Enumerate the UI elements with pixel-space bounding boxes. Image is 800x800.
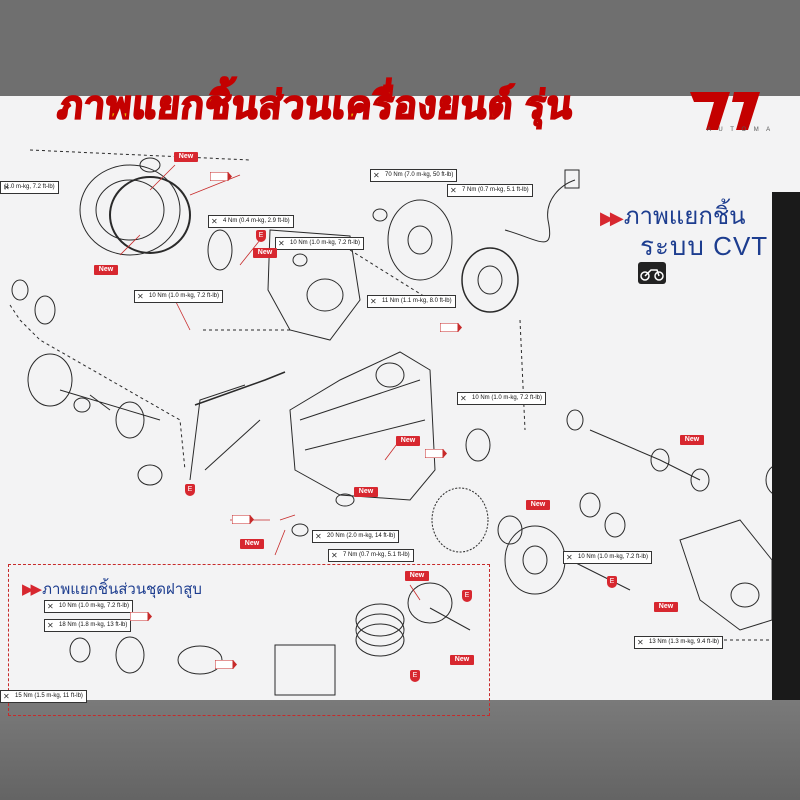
new-part-badge: New [174, 152, 198, 162]
new-part-badge: New [396, 436, 420, 446]
new-part-badge: New [526, 500, 550, 510]
torque-callout: 10 Nm (1.0 m-kg, 7.2 ft-lb) [134, 290, 224, 303]
poster-title: ภาพแยกชิ้นส่วนเครื่องยนต์ รุ่น [55, 84, 577, 128]
transmission-cover [679, 519, 773, 631]
lubricate-tag-icon [215, 660, 237, 669]
torque-callout: 10 Nm (1.0 m-kg, 7.2 ft-lb) [275, 237, 365, 250]
torque-callout: 11 Nm (1.1 m-kg, 8.0 ft-lb) [367, 295, 456, 308]
torque-callout: 18 Nm (1.8 m-kg, 13 ft-lb) [44, 619, 132, 632]
lubricate-tag-icon [232, 515, 254, 524]
new-part-badge: New [94, 265, 118, 275]
secondary-gear [465, 428, 491, 462]
cvt-section-title-text: ภาพแยกชิ้น [623, 203, 746, 230]
new-part-badge: New [354, 487, 378, 497]
engine-oil-marker: E [185, 484, 195, 496]
stator [461, 247, 519, 313]
flywheel [387, 199, 453, 281]
torque-callout: 10 Nm (1.0 m-kg, 7.2 ft-lb) [44, 600, 134, 613]
brand-logo [690, 92, 760, 130]
cylinder [274, 644, 336, 696]
lubricate-tag-icon [210, 172, 232, 181]
new-part-badge: New [450, 655, 474, 665]
cylinder-head-section [8, 564, 490, 716]
torque-callout: 4 Nm (0.4 m-kg, 2.9 ft-lb) [208, 215, 294, 228]
crankcase-left [267, 229, 361, 341]
torque-callout: 13 Nm (1.3 m-kg, 9.4 ft-lb) [634, 636, 724, 649]
new-part-badge: New [654, 602, 678, 612]
new-part-badge: New [240, 539, 264, 549]
new-part-badge: New [680, 435, 704, 445]
head-section-title: ▶▶ภาพแยกชิ้นส่วนชุดฝาสูบ [22, 577, 202, 601]
crankshaft [27, 353, 73, 407]
engine-oil-marker: E [410, 670, 420, 682]
cvt-section-title: ▶▶ภาพแยกชิ้น [600, 196, 746, 235]
arrow-icon: ▶▶ [22, 581, 42, 598]
torque-callout: 20 Nm (2.0 m-kg, 14 ft-lb) [312, 530, 400, 543]
torque-callout: 10 Nm (1.0 m-kg, 7.2 ft-lb) [457, 392, 547, 405]
lubricate-tag-icon [425, 449, 447, 458]
arrow-icon: ▶▶ [600, 208, 624, 228]
lubricate-tag-icon [130, 612, 152, 621]
cvt-section-subtitle: ระบบ CVT [640, 231, 769, 261]
torque-callout: 7 Nm (0.7 m-kg, 5.1 ft-lb) [328, 549, 414, 562]
clutch-housing [504, 525, 566, 595]
torque-callout: 10 Nm (1.0 m-kg, 7.2 ft-lb) [563, 551, 653, 564]
piston [407, 582, 453, 624]
engine-oil-marker: E [607, 576, 617, 588]
piston-rings [355, 613, 405, 647]
poster-screen [0, 96, 800, 700]
dark-edge [772, 192, 800, 700]
torque-callout: 7 Nm (0.7 m-kg, 5.1 ft-lb) [447, 184, 533, 197]
torque-callout: 15 Nm (1.5 m-kg, 11 ft-lb) [0, 690, 87, 703]
torque-callout: 70 Nm (7.0 m-kg, 50 ft-lb) [370, 169, 458, 182]
lubricate-tag-icon [440, 323, 462, 332]
driven-gear [431, 487, 489, 553]
brand-subtitle: A U T O M A [707, 127, 774, 133]
crankcase-main [289, 351, 436, 501]
engine-oil-marker: E [256, 230, 266, 242]
engine-oil-marker: E [462, 590, 472, 602]
torque-callout: (1.0 m-kg, 7.2 ft-lb) [0, 181, 59, 194]
head-section-title-text: ภาพแยกชิ้นส่วนชุดฝาสูบ [42, 581, 202, 598]
motorcycle-icon [638, 262, 666, 284]
clutch-cover [79, 164, 181, 256]
drive-shaft [589, 429, 701, 481]
new-part-badge: New [253, 248, 277, 258]
monitor-bezel [0, 700, 800, 800]
new-part-badge: New [405, 571, 429, 581]
